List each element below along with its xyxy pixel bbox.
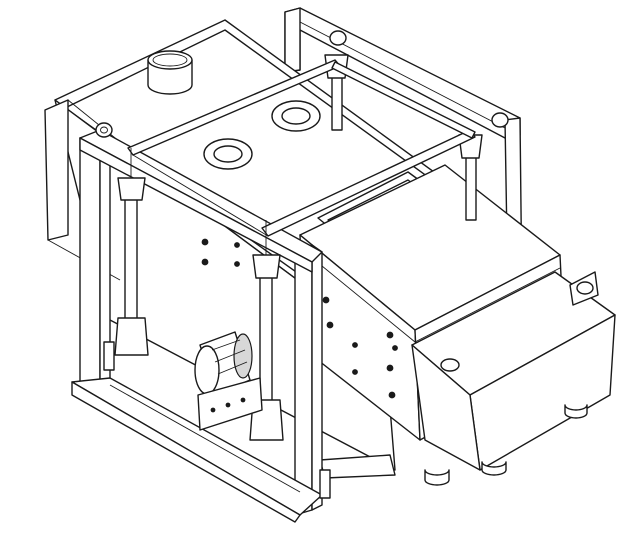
- front-suspension-rods: [114, 148, 284, 441]
- feed-inlet-pipe: [147, 50, 193, 95]
- lid-port-rings: [203, 100, 321, 170]
- side-bolts: [201, 238, 398, 399]
- support-feet: [319, 404, 588, 486]
- drive-motor: [194, 331, 263, 431]
- left-brackets: [103, 341, 331, 499]
- discharge-chute: [411, 271, 616, 471]
- front-frame: [71, 30, 509, 523]
